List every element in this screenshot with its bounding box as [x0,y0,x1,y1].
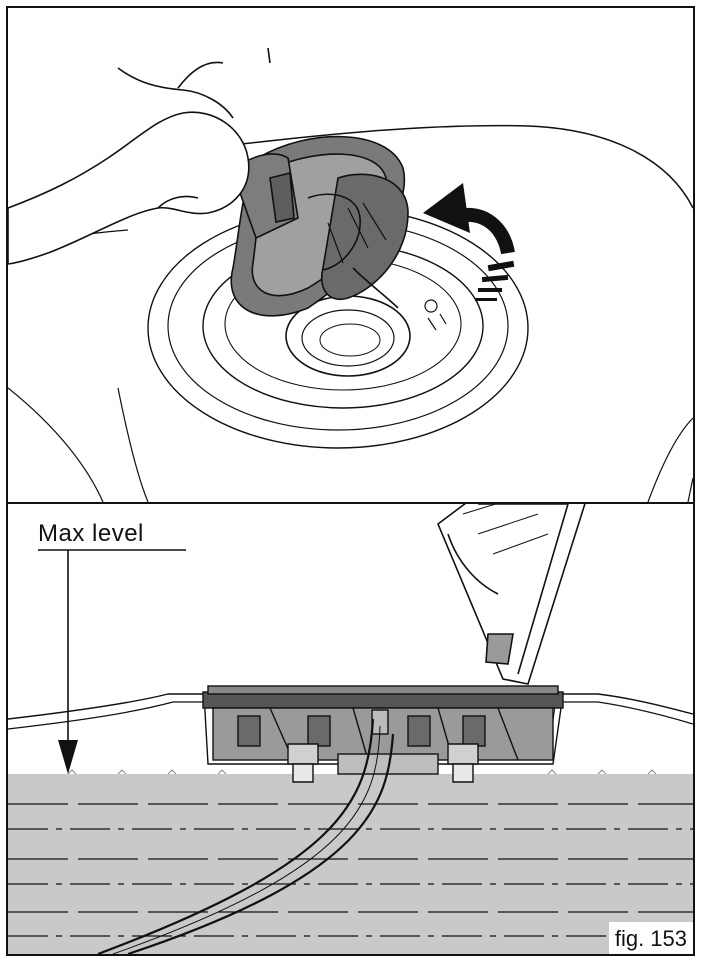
panel-divider [8,502,693,504]
lock-mark-icon [424,299,447,331]
arrow-down-icon [38,549,186,774]
tank-side-curve [647,417,693,502]
filler-hose [97,718,395,954]
top-illustration-panel [8,8,693,502]
curved-arrow-counterclockwise-icon [423,183,515,301]
figure-frame: Max level fig. 153 [6,6,695,956]
fuel-cap [230,135,409,317]
figure-number: fig. 153 [608,922,693,954]
max-level-illustration [8,504,693,954]
filler-cap-assembly [202,685,564,783]
hand [8,47,271,265]
open-lid [437,504,586,685]
max-level-label: Max level [38,520,144,547]
bottom-illustration-panel: Max level fig. 153 [8,504,693,954]
fuel-dash-lines [8,803,693,937]
fuel-cap-removal-illustration [8,47,693,502]
